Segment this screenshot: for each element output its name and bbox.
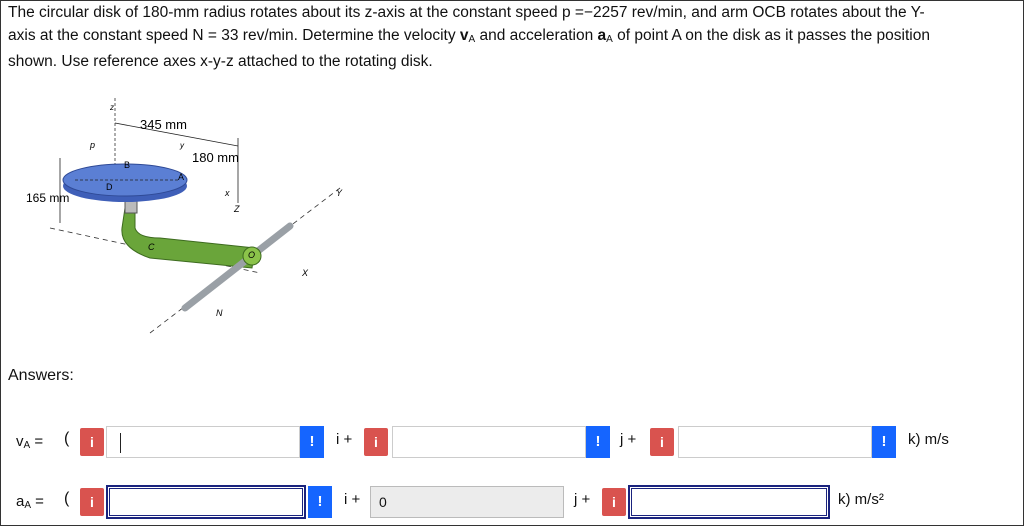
vA-label-sym: v xyxy=(16,433,24,450)
aA-i-warning-icon[interactable]: ! xyxy=(308,486,332,518)
v-symbol: v xyxy=(459,26,469,44)
label-B: B xyxy=(124,160,130,170)
aA-open-paren: ( xyxy=(64,490,70,507)
mechanism-figure: 345 mm 180 mm 165 mm z p y B D A x Z Y C… xyxy=(26,98,343,334)
vA-i-unit: i + xyxy=(336,431,353,448)
vA-open-paren: ( xyxy=(64,430,70,447)
label-p: p xyxy=(89,140,95,150)
label-D: D xyxy=(106,182,113,192)
label-X: X xyxy=(301,268,309,278)
aA-k-info-icon[interactable]: i xyxy=(602,488,626,516)
dim-345-label: 345 mm xyxy=(140,117,187,132)
problem-line-2b: and acceleration xyxy=(475,26,598,44)
v-subscript: A xyxy=(468,33,476,45)
vA-k-info-icon[interactable]: i xyxy=(650,428,674,456)
problem-line-2: axis at the constant speed N = 33 rev/mi… xyxy=(8,25,1018,52)
vA-label: vA = xyxy=(16,433,43,451)
aA-label-sub: A xyxy=(24,500,32,511)
vA-i-info-icon[interactable]: i xyxy=(80,428,104,456)
vA-label-sub: A xyxy=(23,440,31,451)
aA-i-info-icon[interactable]: i xyxy=(80,488,104,516)
aA-i-unit: i + xyxy=(344,491,361,508)
problem-line-2c: of point A on the disk as it passes the … xyxy=(612,26,930,44)
aA-i-input[interactable] xyxy=(106,485,306,519)
vA-label-eq: = xyxy=(30,433,44,450)
bearing-o xyxy=(242,246,262,266)
vA-j-unit: j + xyxy=(620,431,637,448)
aA-j-unit: j + xyxy=(574,491,591,508)
problem-line-3: shown. Use reference axes x-y-z attached… xyxy=(8,53,433,70)
vA-unit: k) m/s xyxy=(908,431,949,448)
dim-180-label: 180 mm xyxy=(192,150,239,165)
vA-j-warning-icon[interactable]: ! xyxy=(586,426,610,458)
problem-statement: The circular disk of 180-mm radius rotat… xyxy=(8,2,1018,74)
vA-i-warning-icon[interactable]: ! xyxy=(300,426,324,458)
label-A: A xyxy=(178,172,184,182)
aA-label-sym: a xyxy=(16,493,25,510)
aA-k-input[interactable] xyxy=(628,485,830,519)
aA-label-eq: = xyxy=(31,493,44,510)
dim-line-345 xyxy=(114,122,239,147)
a-subscript: A xyxy=(606,33,613,45)
aA-label: aA = xyxy=(16,493,44,511)
vA-j-info-icon[interactable]: i xyxy=(364,428,388,456)
problem-line-2a: axis at the constant speed N = 33 rev/mi… xyxy=(8,26,460,44)
label-y: y xyxy=(179,141,185,150)
aA-unit: k) m/s² xyxy=(838,491,884,508)
dim-165-label: 165 mm xyxy=(26,191,69,205)
text-cursor xyxy=(120,433,121,453)
vA-i-input[interactable] xyxy=(106,426,300,458)
answer-row-vA: vA = ( i ! i + i ! j + i ! k) m/s xyxy=(0,423,1024,463)
shaft xyxy=(181,222,294,312)
label-x: x xyxy=(224,188,230,198)
vA-j-input[interactable] xyxy=(392,426,586,458)
answer-row-aA: aA = ( i ! i + 0 j + i k) m/s² xyxy=(0,483,1024,523)
label-N: N xyxy=(216,308,223,318)
problem-line-1: The circular disk of 180-mm radius rotat… xyxy=(8,4,925,21)
label-C: C xyxy=(148,242,155,252)
label-Y: Y xyxy=(336,188,343,198)
label-O: O xyxy=(248,250,255,260)
arm-ocb xyxy=(121,207,256,269)
vA-k-input[interactable] xyxy=(678,426,872,458)
vA-k-warning-icon[interactable]: ! xyxy=(872,426,896,458)
answers-heading: Answers: xyxy=(8,367,74,384)
label-Z: Z xyxy=(233,204,240,214)
aA-j-input[interactable]: 0 xyxy=(370,486,564,518)
label-z-top: z xyxy=(109,103,114,112)
a-symbol: a xyxy=(597,26,607,44)
